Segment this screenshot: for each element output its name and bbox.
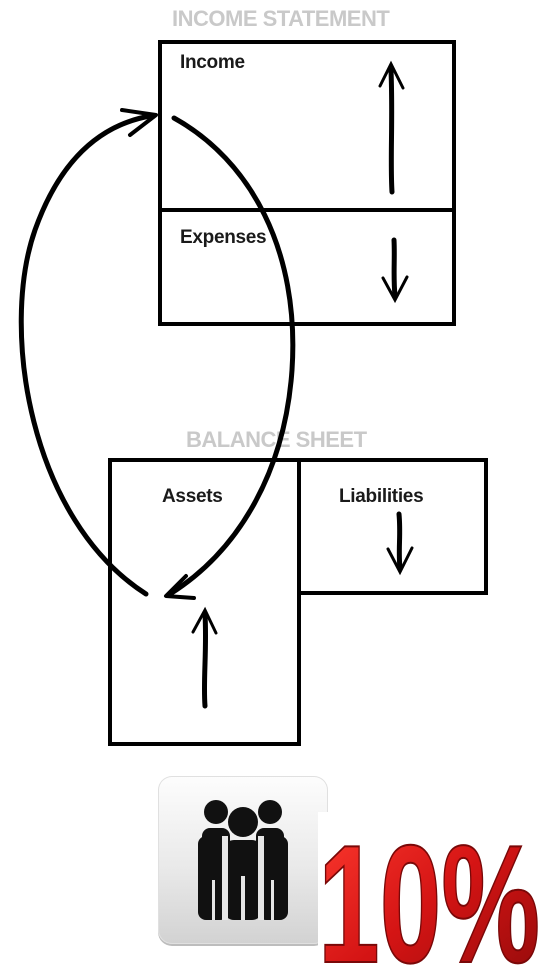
income-to-assets-curve-arrow [164, 115, 296, 600]
assets-up-arrow-icon [191, 606, 218, 709]
group-of-people-icon [198, 800, 288, 920]
people-badge-tile [158, 776, 328, 944]
expenses-down-arrow-icon [381, 237, 409, 304]
income-up-arrow-icon [378, 60, 405, 195]
expenses-label: Expenses [180, 227, 267, 248]
liabilities-label: Liabilities [339, 486, 424, 507]
ten-percent-badge: 10% [317, 809, 543, 976]
income-label: Income [180, 52, 245, 73]
income-statement-heading: INCOME STATEMENT [172, 6, 390, 31]
expenses-box [158, 208, 456, 326]
assets-to-income-curve-arrow [18, 108, 158, 597]
assets-label: Assets [162, 486, 223, 507]
ten-percent-text: 10% [318, 812, 540, 971]
liabilities-down-arrow-icon [386, 511, 414, 576]
liabilities-box [297, 458, 488, 595]
